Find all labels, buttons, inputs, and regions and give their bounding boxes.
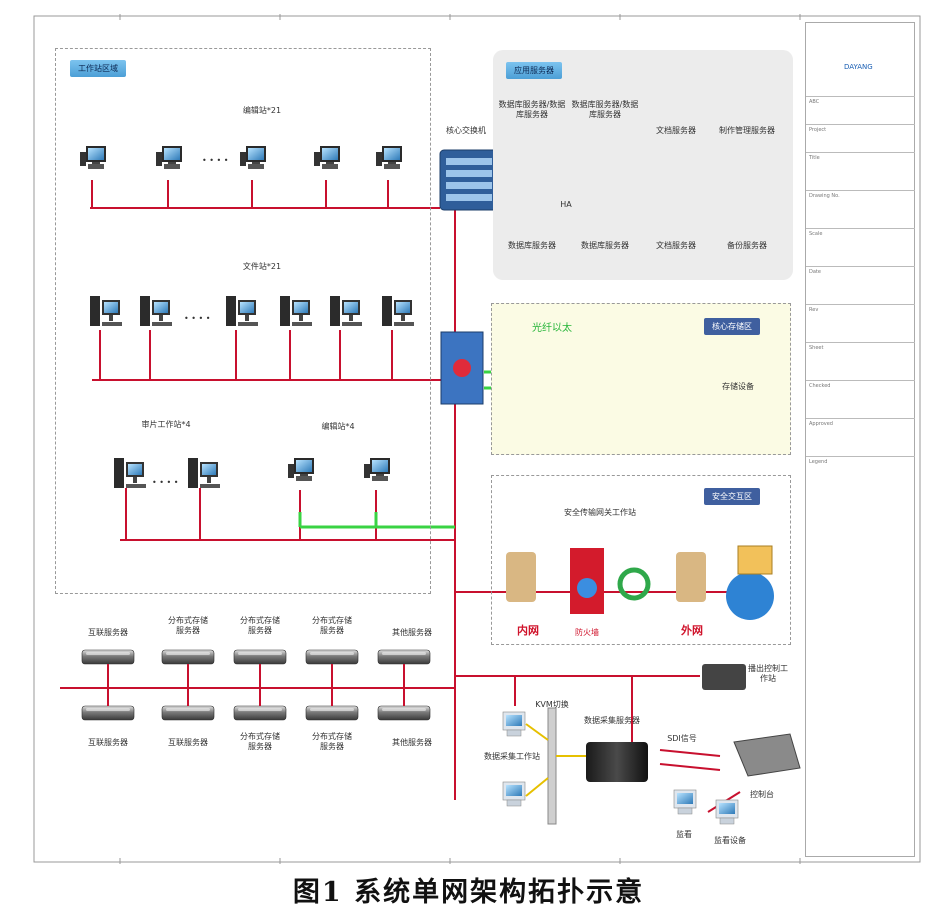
collect-workstation-icon: [502, 711, 526, 737]
bottom-top-5-label: 其他服务器: [392, 628, 432, 637]
inner-net-user-icon: [506, 552, 536, 602]
title-block-row: ABC: [806, 96, 915, 124]
fiber-switch-core: [453, 359, 471, 377]
ellipsis-1: • • • •: [202, 156, 229, 165]
server-icon: [233, 705, 287, 721]
srv-bot-4-label: 备份服务器: [727, 241, 767, 250]
ha-label: HA: [560, 200, 572, 209]
workstation-zone-tag: 工作站区域: [70, 60, 126, 77]
server-icon: [161, 705, 215, 721]
storage-zone-tag: 核心存储区: [704, 318, 760, 335]
switch-port-row: [446, 194, 492, 201]
server-icon: [81, 649, 135, 665]
outer-net-user-icon: [676, 552, 706, 602]
srv-bot-2-label: 数据库服务器: [581, 241, 629, 250]
sync-icon: [617, 567, 651, 601]
title-block-company: DAYANG: [844, 63, 873, 71]
monitor2-label: 监看设备: [714, 836, 746, 845]
group3-label: 审片工作站*4: [141, 420, 191, 429]
broadcast-ws-label: 播出控制工作站: [748, 664, 788, 683]
title-block-row: Checked: [806, 380, 915, 418]
core-switch-label: 核心交换机: [446, 126, 486, 135]
bottom-bot-1-label: 互联服务器: [88, 738, 128, 747]
monitor1-label: 监看: [676, 830, 692, 839]
srv-top-2-label: 数据库服务器/数据库服务器: [571, 100, 639, 119]
storage-label: 存储设备: [722, 382, 754, 391]
drawing-frame: [33, 15, 921, 863]
security-zone: [491, 475, 791, 645]
bottom-top-1-label: 互联服务器: [88, 628, 128, 637]
server-zone-tag: 应用服务器: [506, 62, 562, 79]
server-icon: [377, 705, 431, 721]
sdi-link: [659, 749, 721, 757]
srv-top-3-label: 文档服务器: [656, 126, 696, 135]
bottom-bot-3-label: 分布式存储服务器: [240, 732, 280, 751]
ellipsis-2: • • • •: [184, 314, 211, 323]
collect-srv-label: 数据采集服务器: [584, 716, 640, 725]
figure-caption: 图1 系统单网架构拓扑示意: [292, 877, 645, 908]
folder-icon: [737, 545, 773, 575]
title-block-row: Date: [806, 266, 915, 304]
sdi-label: SDI信号: [667, 734, 697, 743]
bottom-top-3-label: 分布式存储服务器: [240, 616, 280, 635]
title-block-row: Project: [806, 124, 915, 152]
collect-ws-label: 数据采集工作站: [484, 752, 540, 761]
title-block-row: Approved: [806, 418, 915, 456]
fiber-label: 光纤以太: [532, 323, 572, 334]
console-icon: [733, 733, 801, 777]
ellipsis-3: • • • •: [152, 478, 179, 487]
monitor-icon: [673, 789, 697, 815]
server-icon: [233, 649, 287, 665]
kvm-switch-icon: [547, 707, 557, 825]
title-block-row: Scale: [806, 228, 915, 266]
sdi-link: [659, 763, 721, 771]
server-icon: [305, 705, 359, 721]
kvm-link: [525, 777, 549, 797]
switch-port-row: [446, 158, 492, 165]
group2-label: 文件站*21: [242, 262, 282, 271]
sec-station-label: 安全传输网关工作站: [564, 508, 636, 517]
srv-top-1-label: 数据库服务器/数据库服务器: [498, 100, 566, 119]
bottom-bot-5-label: 其他服务器: [392, 738, 432, 747]
server-icon: [305, 649, 359, 665]
inner-net-label: 内网: [517, 624, 539, 637]
monitor-icon: [715, 799, 739, 825]
server-icon: [161, 649, 215, 665]
bottom-bot-4-label: 分布式存储服务器: [312, 732, 352, 751]
srv-bot-1-label: 数据库服务器: [508, 241, 556, 250]
outer-net-label: 外网: [681, 624, 703, 637]
group1-label: 编辑站*21: [242, 106, 282, 115]
bottom-bot-2-label: 互联服务器: [168, 738, 208, 747]
title-block-row: Title: [806, 152, 915, 190]
title-block-row: Drawing No.: [806, 190, 915, 228]
switch-port-row: [446, 170, 492, 177]
console-label: 控制台: [750, 790, 774, 799]
title-block-row: Rev: [806, 304, 915, 342]
network-router-icon: [726, 572, 774, 620]
collect-server-icon: [586, 742, 648, 782]
kvm-label: KVM切换: [535, 700, 569, 709]
switch-port-row: [446, 182, 492, 189]
firewall-core: [577, 578, 597, 598]
title-block: [805, 22, 915, 857]
bottom-top-2-label: 分布式存储服务器: [168, 616, 208, 635]
collect-workstation-icon: [502, 781, 526, 807]
server-icon: [377, 649, 431, 665]
title-block-row: Sheet: [806, 342, 915, 380]
firewall-label: 防火墙: [575, 628, 599, 637]
kvm-link: [525, 723, 549, 741]
bottom-top-4-label: 分布式存储服务器: [312, 616, 352, 635]
srv-bot-3-label: 文档服务器: [656, 241, 696, 250]
srv-top-4-label: 制作管理服务器: [719, 126, 775, 135]
server-zone: [493, 50, 793, 280]
security-zone-tag: 安全交互区: [704, 488, 760, 505]
broadcast-device-icon: [702, 664, 746, 690]
server-icon: [81, 705, 135, 721]
group4-label: 编辑站*4: [321, 422, 355, 431]
workstation-zone: [55, 48, 431, 594]
title-block-row: Legend: [806, 456, 915, 494]
